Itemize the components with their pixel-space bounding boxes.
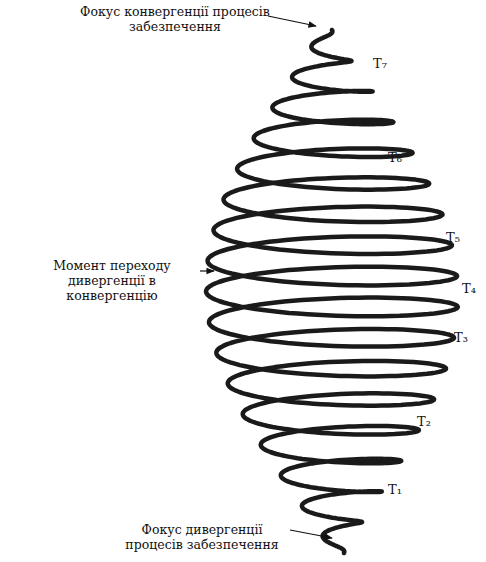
stage-label: T₁ xyxy=(388,482,402,498)
stage-label: T₄ xyxy=(462,281,476,297)
stage-label: T₅ xyxy=(446,230,460,246)
leader-arrow xyxy=(290,530,332,538)
stage-label: T₃ xyxy=(454,330,468,346)
stage-label: T₆ xyxy=(388,150,402,166)
leader-arrow xyxy=(268,16,316,26)
stage-label: T₂ xyxy=(417,414,431,430)
stage-label: T₇ xyxy=(373,56,387,72)
leader-arrow xyxy=(200,270,214,271)
spiral xyxy=(206,30,458,553)
focus-label: Фокус дивергенції процесів забезпечення xyxy=(112,522,292,552)
focus-label: Фокус конвергенції процесів забезпечення xyxy=(75,4,275,34)
transition-label: Момент переходу дивергенції в конвергенц… xyxy=(22,258,202,303)
